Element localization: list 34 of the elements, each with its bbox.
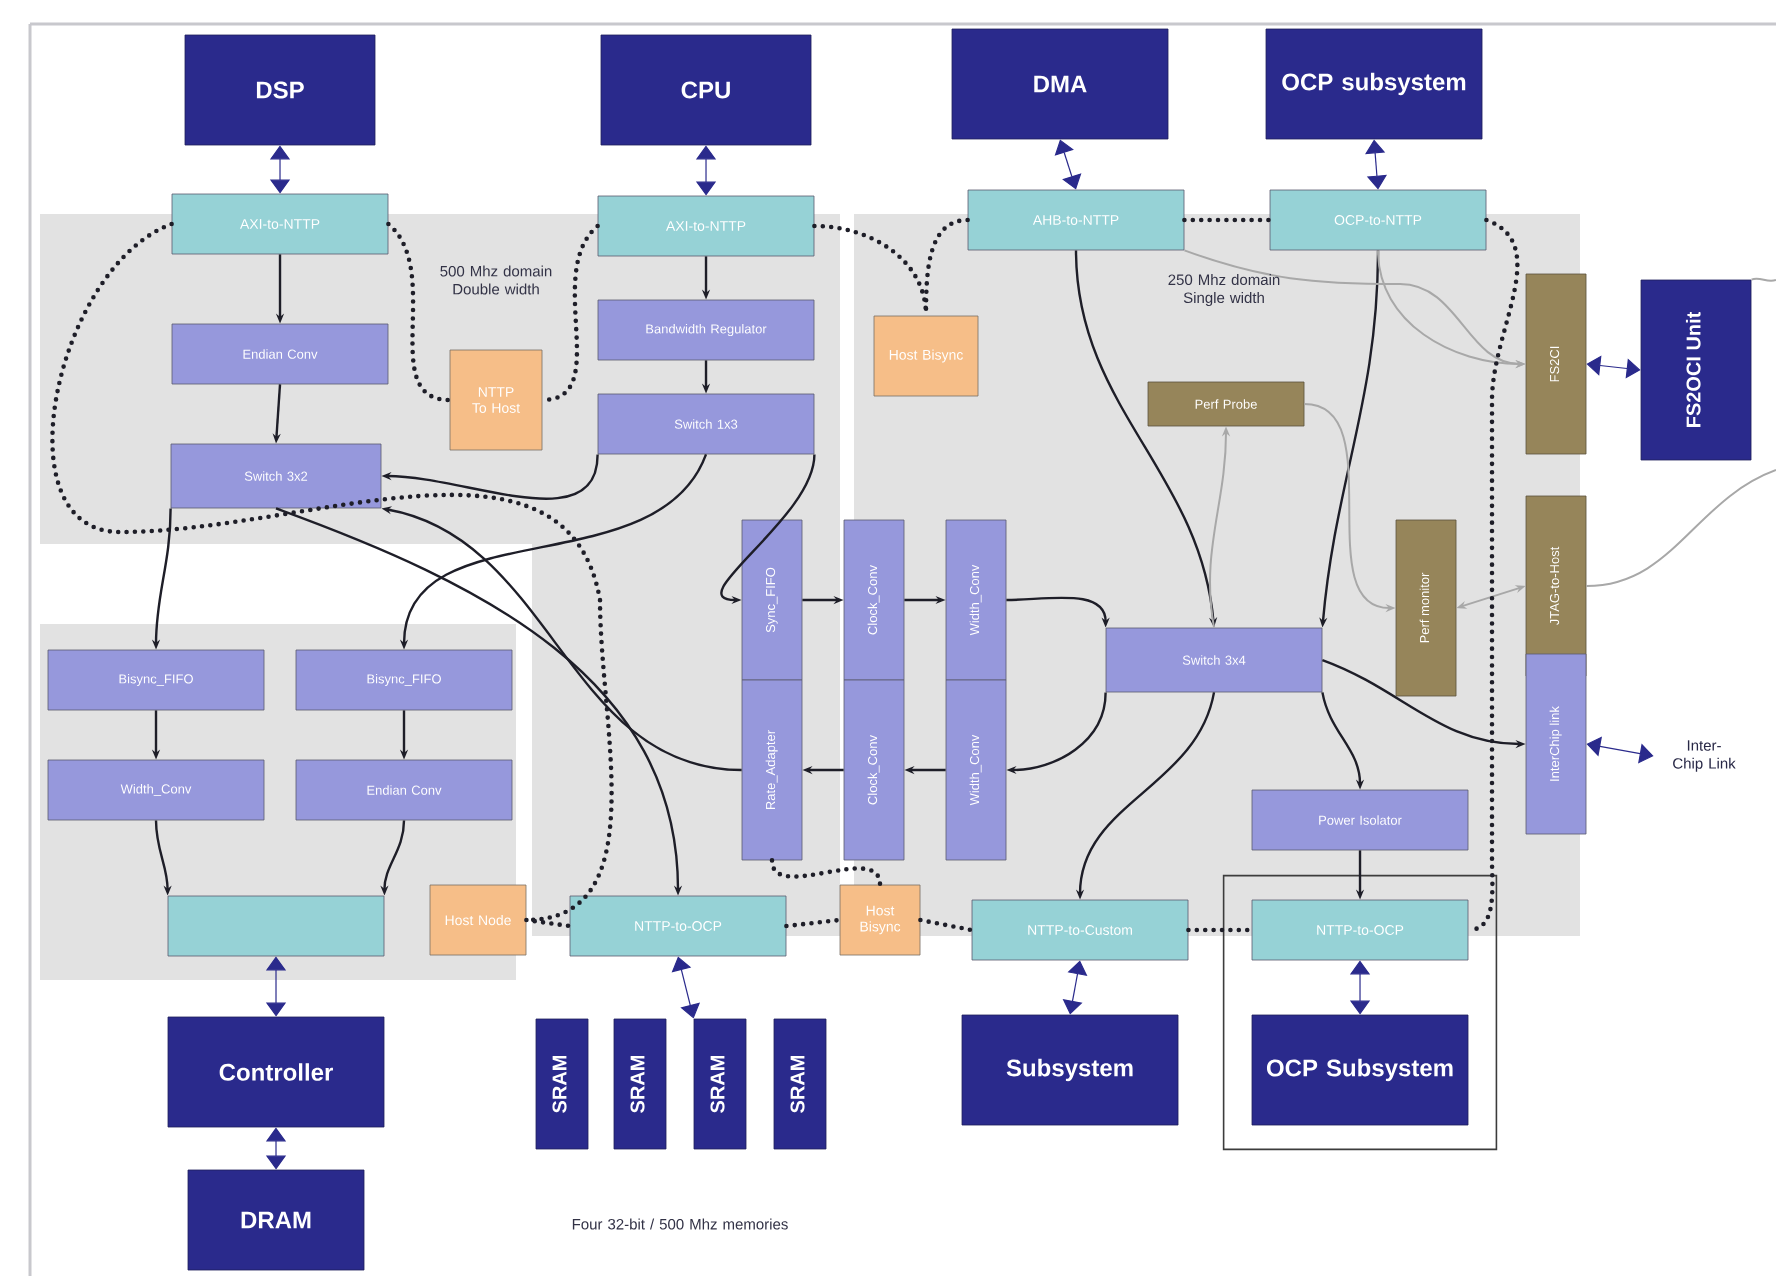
block-box: CPU [600, 34, 812, 146]
block-box: SRAM [613, 1018, 667, 1150]
block-box: DRAM [187, 1169, 365, 1271]
dotted-line [784, 917, 842, 929]
dotted-line [524, 917, 572, 929]
arrow-pair [1349, 960, 1371, 1015]
arrow-pair [671, 956, 701, 1019]
arrow-pair [269, 145, 291, 194]
block-box: FS2OCI Unit [1640, 279, 1752, 461]
block-box: Controller [167, 1016, 385, 1128]
line [1750, 277, 1776, 282]
arrow-pair [265, 1127, 287, 1170]
block-box: SRAM [535, 1018, 589, 1150]
bridge-box [167, 895, 385, 957]
arrow-pair [695, 145, 717, 196]
block-box: SRAM [773, 1018, 827, 1150]
dotted-line [1186, 927, 1254, 933]
block-box: DMA [951, 28, 1169, 140]
block-box: OCP subsystem [1265, 28, 1483, 140]
line [1585, 469, 1776, 587]
dotted-line [386, 221, 452, 403]
arrow-pair [1054, 139, 1082, 190]
dotted-line [1182, 217, 1272, 223]
block-box: OCP Subsystem [1251, 1014, 1469, 1126]
arrow-pair [1586, 736, 1654, 764]
group-frame [1222, 874, 1498, 1151]
arrow-pair [1586, 355, 1641, 379]
arrow-pair [265, 956, 287, 1017]
dotted-line [50, 221, 614, 923]
arrow-pair [1365, 139, 1387, 190]
block-box: SRAM [693, 1018, 747, 1150]
dotted-line [918, 917, 974, 933]
block-box: Subsystem [961, 1014, 1179, 1126]
block-box: DSP [184, 34, 376, 146]
